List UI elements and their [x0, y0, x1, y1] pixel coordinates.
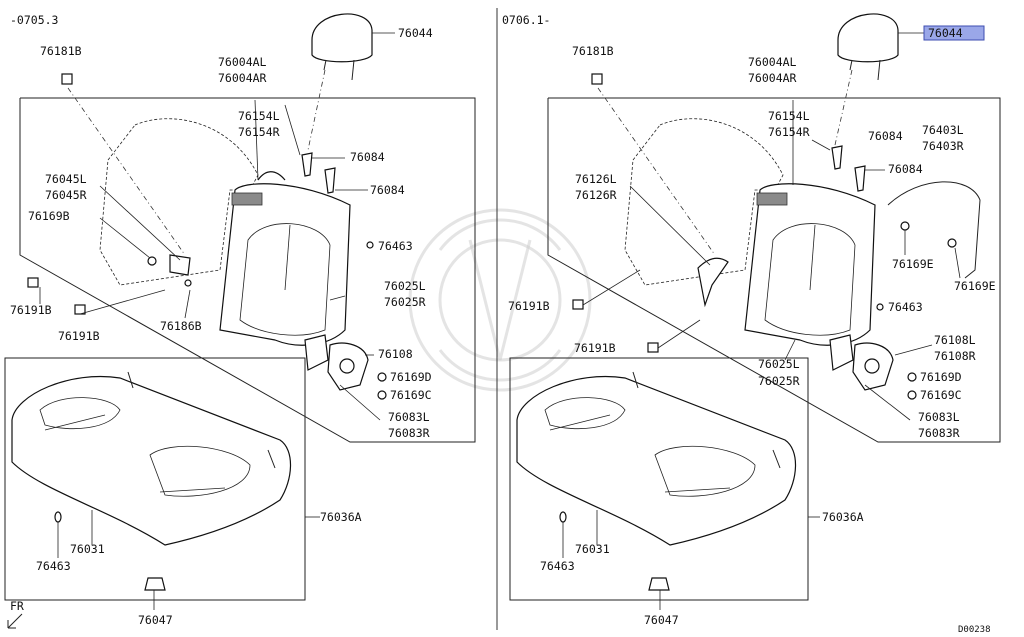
label-76108r-right[interactable]: 76108R: [934, 349, 976, 363]
label-76169d-left[interactable]: 76169D: [390, 370, 432, 384]
front-indicator-label: FR: [10, 599, 24, 613]
right-headrest-icon: [837, 13, 924, 81]
right-backrest-icon: [624, 118, 876, 346]
left-cushion-icon: [11, 371, 292, 546]
label-76108l-right[interactable]: 76108L: [934, 333, 976, 347]
label-76004al-right[interactable]: 76004AL: [748, 55, 797, 69]
label-76154l-right[interactable]: 76154L: [768, 109, 810, 123]
right-leader-lines: [562, 69, 961, 610]
label-76004ar-left[interactable]: 76004AR: [218, 71, 267, 85]
label-76025r-left[interactable]: 76025R: [384, 295, 426, 309]
label-76191b-a-right[interactable]: 76191B: [508, 299, 550, 313]
right-cable-icon: [887, 181, 981, 279]
left-part-labels: 76044 76181B 76004AL 76004AR 76154L 7615…: [10, 26, 433, 627]
label-76004ar-right[interactable]: 76004AR: [748, 71, 797, 85]
label-76403r-right[interactable]: 76403R: [922, 139, 964, 153]
label-76191b-a-left[interactable]: 76191B: [10, 303, 52, 317]
label-76047-left[interactable]: 76047: [138, 613, 173, 627]
label-76047-right[interactable]: 76047: [644, 613, 679, 627]
label-76169d-right[interactable]: 76169D: [920, 370, 962, 384]
label-76181b-right[interactable]: 76181B: [572, 44, 614, 58]
label-76083l-left[interactable]: 76083L: [388, 410, 430, 424]
label-76031-left[interactable]: 76031: [70, 542, 105, 556]
front-indicator: FR: [7, 599, 24, 629]
label-76036a-left[interactable]: 76036A: [320, 510, 362, 524]
right-period: 0706.1-: [502, 13, 550, 27]
label-76083l-right[interactable]: 76083L: [918, 410, 960, 424]
label-76169e-b-right[interactable]: 76169E: [954, 279, 996, 293]
left-backrest-frame: [19, 97, 476, 443]
left-fastener-icons: [27, 73, 387, 591]
left-leader-lines: [39, 69, 381, 610]
label-76169c-right[interactable]: 76169C: [920, 388, 962, 402]
label-76045l-left[interactable]: 76045L: [45, 172, 87, 186]
right-panel: 0706.1- 76044: [502, 13, 1001, 627]
label-76031-right[interactable]: 76031: [575, 542, 610, 556]
label-76463a-right[interactable]: 76463: [888, 300, 923, 314]
right-cushion-icon: [516, 371, 797, 546]
left-panel: -0705.3: [4, 13, 476, 627]
label-76036a-right[interactable]: 76036A: [822, 510, 864, 524]
label-76083r-right[interactable]: 76083R: [918, 426, 960, 440]
label-76463b-left[interactable]: 76463: [36, 559, 71, 573]
right-fastener-icons: [559, 73, 957, 591]
label-76025l-left[interactable]: 76025L: [384, 279, 426, 293]
right-part-labels: 76181B 76004AL 76004AR 76154L 76154R 760…: [508, 44, 996, 627]
left-headrest-icon: [311, 13, 395, 81]
label-76403l-right[interactable]: 76403L: [922, 123, 964, 137]
label-76126r-right[interactable]: 76126R: [575, 188, 617, 202]
label-76084a-left[interactable]: 76084: [350, 150, 385, 164]
label-76191b-b-right[interactable]: 76191B: [574, 341, 616, 355]
label-76169b-left[interactable]: 76169B: [28, 209, 70, 223]
label-76191b-b-left[interactable]: 76191B: [58, 329, 100, 343]
label-76084a-right[interactable]: 76084: [868, 129, 903, 143]
label-76084b-left[interactable]: 76084: [370, 183, 405, 197]
label-76181b-left[interactable]: 76181B: [40, 44, 82, 58]
label-76084b-right[interactable]: 76084: [888, 162, 923, 176]
label-76083r-left[interactable]: 76083R: [388, 426, 430, 440]
label-76045r-left[interactable]: 76045R: [45, 188, 87, 202]
label-76169c-left[interactable]: 76169C: [390, 388, 432, 402]
label-76044-right[interactable]: 76044: [928, 26, 963, 40]
label-76463a-left[interactable]: 76463: [378, 239, 413, 253]
label-76186b-left[interactable]: 76186B: [160, 319, 202, 333]
left-period: -0705.3: [10, 13, 59, 27]
highlighted-part-76044[interactable]: 76044: [923, 25, 985, 41]
right-backrest-frame: [547, 97, 1001, 443]
label-76463b-right[interactable]: 76463: [540, 559, 575, 573]
left-cushion-frame: [4, 357, 306, 601]
label-76025l-right[interactable]: 76025L: [758, 357, 800, 371]
label-76154r-right[interactable]: 76154R: [768, 125, 810, 139]
left-hinge-icon: [169, 254, 369, 391]
watermark-emblem: [408, 208, 592, 392]
label-76108-left[interactable]: 76108: [378, 347, 413, 361]
label-76044-left[interactable]: 76044: [398, 26, 433, 40]
label-76169e-a-right[interactable]: 76169E: [892, 257, 934, 271]
right-hinge-icon: [829, 334, 894, 391]
diagram-code: D00238: [958, 625, 991, 635]
label-76126l-right[interactable]: 76126L: [575, 172, 617, 186]
front-arrow-icon: [7, 613, 23, 629]
label-76154r-left[interactable]: 76154R: [238, 125, 280, 139]
label-76154l-left[interactable]: 76154L: [238, 109, 280, 123]
label-76025r-right[interactable]: 76025R: [758, 374, 800, 388]
label-76004al-left[interactable]: 76004AL: [218, 55, 267, 69]
left-backrest-icon: [99, 118, 351, 346]
right-cushion-frame: [509, 357, 809, 601]
